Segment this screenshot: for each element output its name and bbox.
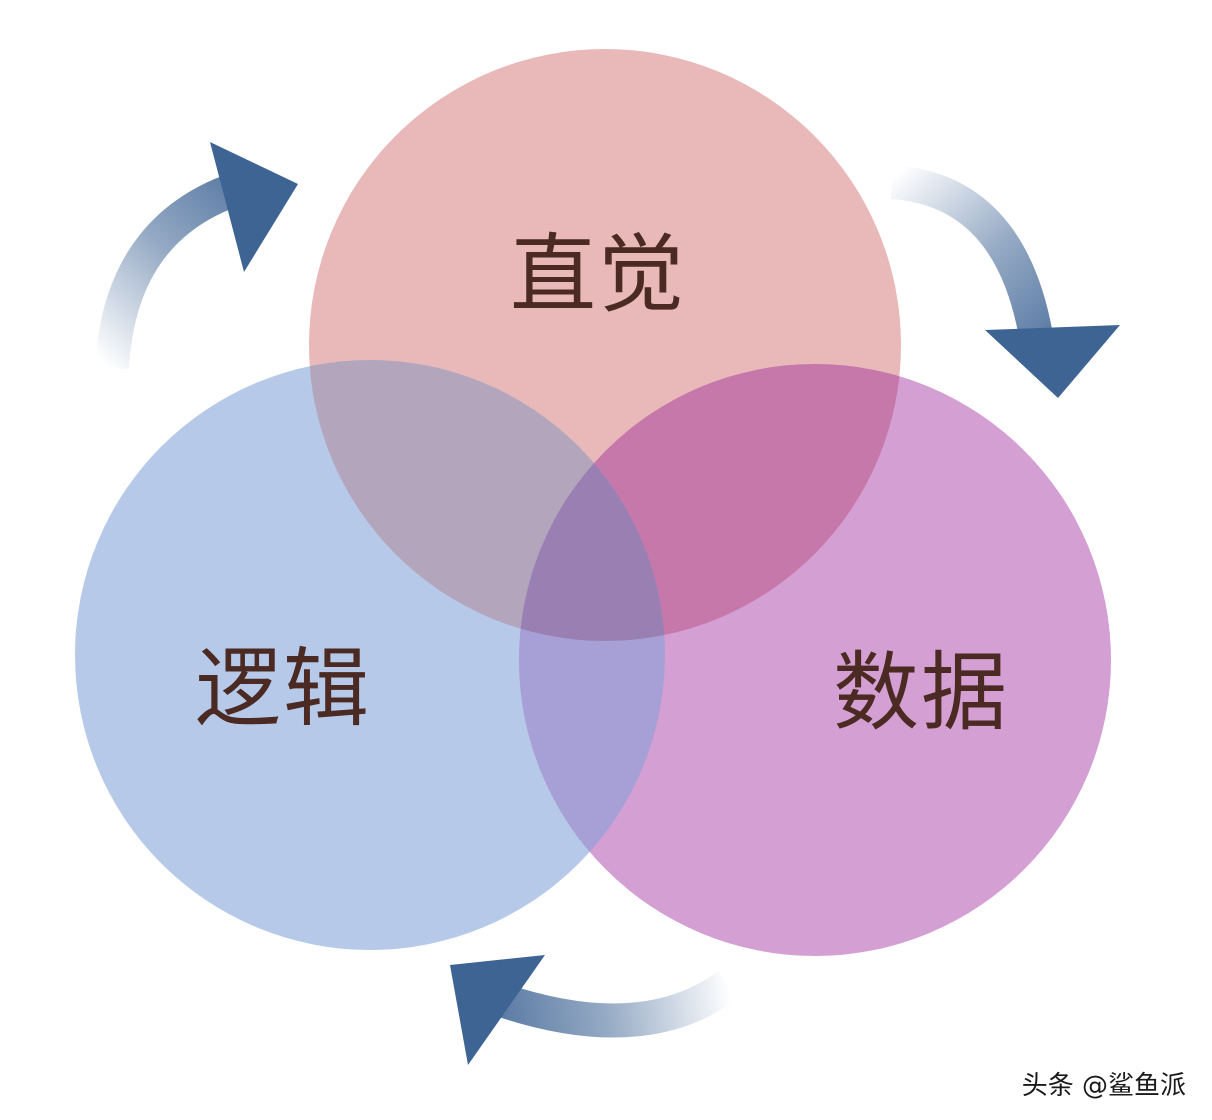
arrow-logic-to-intuition: [95, 142, 298, 370]
intuition-label: 直觉: [510, 225, 686, 325]
arrow-intuition-to-data: [890, 165, 1120, 398]
arrow-data-to-logic: [450, 955, 739, 1065]
data-label: 数据: [833, 643, 1009, 743]
watermark: 头条 @鲨鱼派: [1021, 1071, 1186, 1101]
overlap-intuition-logic: [309, 360, 665, 641]
logic-label: 逻辑: [195, 639, 371, 739]
overlap-intuition-data: [519, 364, 901, 641]
